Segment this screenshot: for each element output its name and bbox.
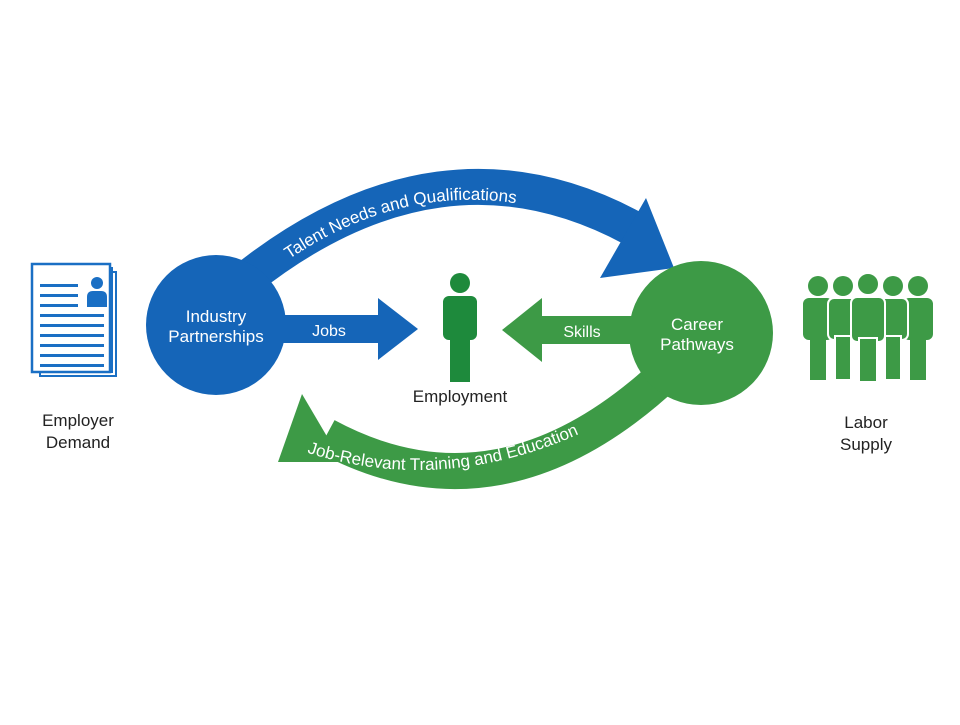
career-label-line2: Pathways xyxy=(660,335,734,354)
employer-demand-caption: Employer Demand xyxy=(20,410,136,454)
labor-caption-line2: Supply xyxy=(840,435,892,454)
employer-caption-line1: Employer xyxy=(42,411,114,430)
labor-supply-caption: Labor Supply xyxy=(808,412,924,456)
skills-label: Skills xyxy=(563,324,600,341)
resume-document-icon xyxy=(30,262,117,377)
labor-caption-line1: Labor xyxy=(844,413,888,432)
career-label-line1: Career xyxy=(671,315,723,334)
people-group-icon xyxy=(803,272,933,383)
talent-needs-arrow: Talent Needs and Qualifications xyxy=(233,168,674,295)
person-icon xyxy=(443,273,477,382)
training-education-arrow: Job-Relevant Training and Education xyxy=(278,358,681,490)
employer-caption-line2: Demand xyxy=(45,433,111,452)
skills-arrow: Skills xyxy=(502,298,632,362)
career-pathways-node: Career Pathways xyxy=(629,261,773,405)
jobs-arrow: Jobs xyxy=(282,298,418,360)
industry-partnerships-node: Industry Partnerships xyxy=(146,255,286,395)
jobs-label: Jobs xyxy=(312,323,346,340)
industry-label-line1: Industry xyxy=(186,307,247,326)
employment-caption: Employment xyxy=(413,387,508,406)
industry-label-line2: Partnerships xyxy=(168,327,263,346)
